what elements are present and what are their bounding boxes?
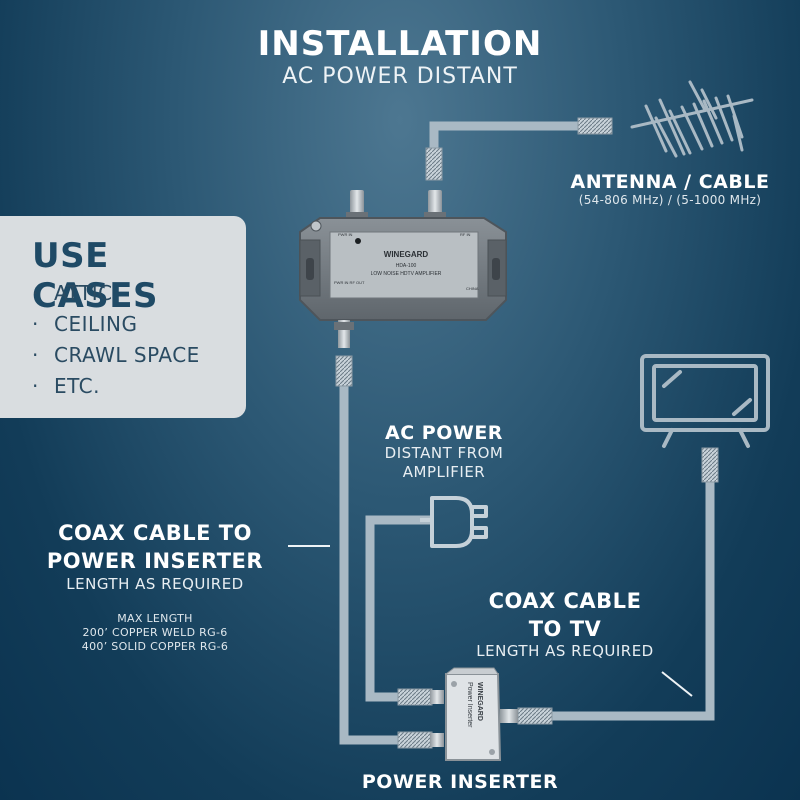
use-case-crawl-space: CRAWL SPACE [54,343,200,367]
power-inserter-device: WINEGARD Power Inserter [430,667,518,761]
amp-left-port: PWR IN [338,232,353,237]
coax-power-max-2: 400’ SOLID COPPER RG-6 [81,640,229,653]
coax-power-max-title: MAX LENGTH [117,612,193,625]
antenna-icon [630,80,754,158]
list-item: ·CRAWL SPACE [32,343,200,367]
inserter-in-connector [397,731,433,749]
coax-tv-line1: COAX CABLE [488,589,642,613]
amp-brand: WINEGARD [384,250,429,259]
ac-power-label: AC POWER [385,422,503,444]
coax-cables [339,121,715,745]
use-case-attic: ATTIC [54,281,113,305]
coax-power-note: LENGTH AS REQUIRED [66,575,244,593]
use-cases-panel: USE CASES ·ATTIC ·CEILING ·CRAWL SPACE ·… [0,216,246,418]
antenna-down-connector [425,147,443,181]
use-cases-title: USE CASES [32,236,158,316]
amp-out-connector [335,355,353,387]
ac-power-line1: DISTANT FROM [384,444,504,462]
ac-power-line2: AMPLIFIER [402,463,486,481]
amp-desc: LOW NOISE HDTV AMPLIFIER [371,271,442,277]
amp-origin: CHINA [466,286,479,291]
list-item: ·CEILING [32,312,138,336]
tv-icon [640,354,770,448]
inserter-device-text: Power Inserter [466,682,473,728]
coax-tv-line2: TO TV [528,617,602,641]
power-cord [365,515,432,702]
list-item: ·ETC. [32,374,101,398]
amp-model: HDA-100 [396,263,417,269]
pointer-lines [288,545,693,697]
coax-power-max-1: 200’ COPPER WELD RG-6 [82,626,228,639]
inserter-pwr-connector [397,688,433,706]
antenna-frequency: (54-806 MHz) / (5-1000 MHz) [578,193,762,207]
antenna-label: ANTENNA / CABLE [570,171,770,193]
inserter-brand: WINEGARD [476,682,483,721]
list-item: ·ATTIC [32,281,113,305]
tv-cable [548,480,715,721]
antenna-connector [577,117,613,135]
use-case-ceiling: CEILING [54,312,138,336]
amp-side-label: PWR IN RF OUT [334,280,365,285]
tv-connector [701,447,719,483]
use-case-etc: ETC. [54,374,101,398]
coax-tv-note: LENGTH AS REQUIRED [476,642,654,660]
plug-icon [420,496,488,548]
amp-right-port: RF IN [460,232,471,237]
coax-power-line2: POWER INSERTER [46,549,264,573]
power-inserter-label: POWER INSERTER [361,771,559,793]
coax-power-line1: COAX CABLE TO [58,521,252,545]
page-subtitle: AC POWER DISTANT [282,64,518,89]
use-cases-list: ·ATTIC ·CEILING ·CRAWL SPACE ·ETC. [32,278,200,402]
antenna-cable [429,121,580,150]
page-title: INSTALLATION [257,24,543,64]
connectors [335,117,719,749]
inserter-out-connector [517,707,553,725]
amp-to-inserter-cable [339,382,400,745]
amplifier-device: WINEGARD HDA-100 LOW NOISE HDTV AMPLIFIE… [299,190,507,348]
